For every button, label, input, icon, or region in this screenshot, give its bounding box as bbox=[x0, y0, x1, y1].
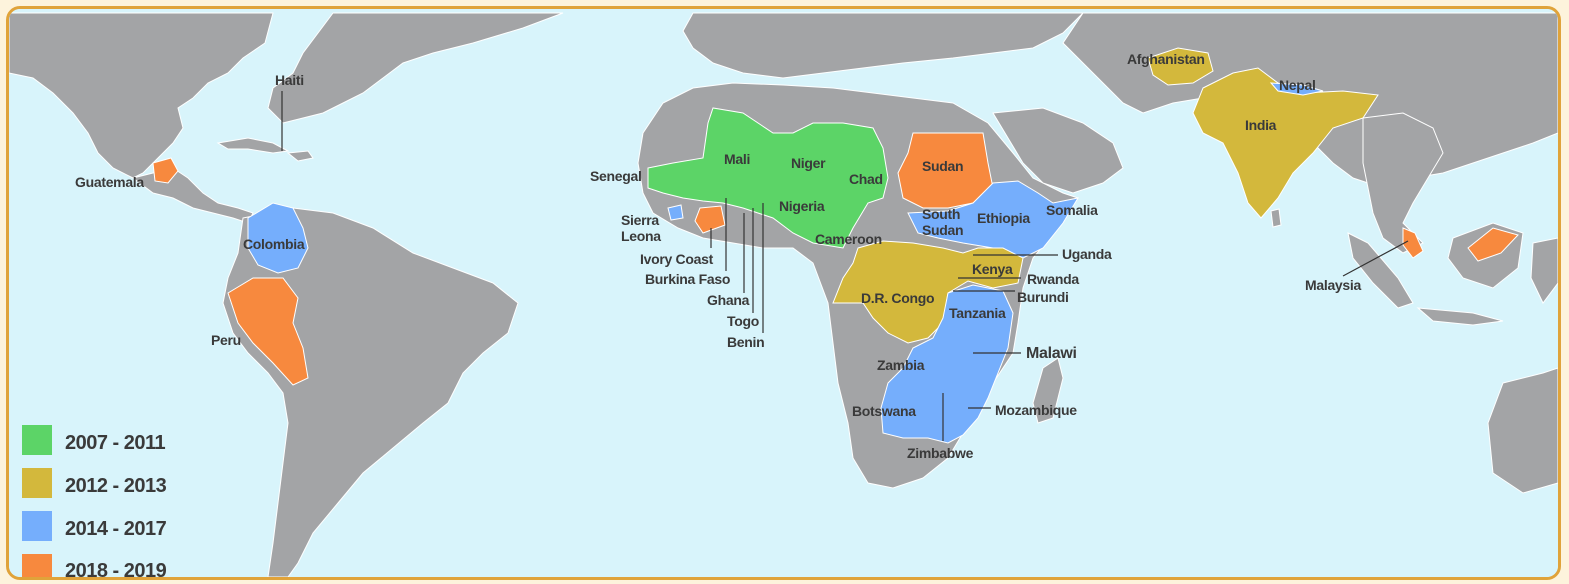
legend-label-2014-2017: 2014 - 2017 bbox=[65, 518, 167, 540]
label-cameroon: Cameroon bbox=[815, 231, 882, 247]
label-sierra-leona-2: Leona bbox=[621, 228, 661, 244]
sierra-leone-shape bbox=[667, 204, 684, 221]
label-nepal: Nepal bbox=[1279, 77, 1316, 93]
label-mozambique: Mozambique bbox=[995, 402, 1077, 418]
label-south-sudan-1: South bbox=[922, 206, 960, 222]
label-burkina-faso: Burkina Faso bbox=[645, 271, 730, 287]
label-ivory-coast: Ivory Coast bbox=[640, 251, 714, 267]
label-nigeria: Nigeria bbox=[779, 198, 825, 214]
sri-lanka bbox=[1270, 208, 1282, 228]
label-peru: Peru bbox=[211, 332, 241, 348]
label-malaysia: Malaysia bbox=[1305, 277, 1361, 293]
label-tanzania: Tanzania bbox=[949, 305, 1006, 321]
legend-label-2007-2011: 2007 - 2011 bbox=[65, 432, 166, 454]
arabian-peninsula bbox=[992, 107, 1124, 194]
leader-lines bbox=[281, 91, 1409, 441]
peru-shape bbox=[227, 277, 309, 386]
label-rwanda: Rwanda bbox=[1027, 271, 1079, 287]
hispaniola bbox=[286, 150, 314, 162]
label-ghana: Ghana bbox=[707, 292, 750, 308]
map-frame: Haiti Guatemala Colombia Peru Senegal Si… bbox=[6, 6, 1561, 580]
world-map: Haiti Guatemala Colombia Peru Senegal Si… bbox=[9, 9, 1558, 577]
label-dr-congo: D.R. Congo bbox=[861, 290, 934, 306]
label-benin: Benin bbox=[727, 334, 764, 350]
colombia-shape bbox=[247, 202, 309, 274]
guatemala-shape bbox=[152, 157, 179, 184]
europe bbox=[682, 12, 1085, 79]
sudan-shape bbox=[897, 132, 994, 209]
label-burundi: Burundi bbox=[1017, 289, 1069, 305]
north-america-east bbox=[267, 12, 564, 124]
legend-swatch-2007-2011 bbox=[22, 425, 52, 455]
madagascar bbox=[1032, 357, 1064, 424]
sulawesi bbox=[1530, 237, 1558, 304]
congo-kenya-shape bbox=[832, 240, 1024, 344]
label-malawi: Malawi bbox=[1026, 345, 1077, 362]
label-zambia: Zambia bbox=[877, 357, 925, 373]
afghanistan-shape bbox=[1147, 47, 1214, 86]
java bbox=[1416, 307, 1504, 326]
legend-label-2018-2019: 2018 - 2019 bbox=[65, 560, 167, 577]
malaysia-borneo-shape bbox=[1467, 227, 1519, 262]
malaysia-peninsula-shape bbox=[1402, 227, 1424, 259]
legend-swatch-2014-2017 bbox=[22, 511, 52, 541]
nepal-shape bbox=[1269, 82, 1324, 96]
label-niger: Niger bbox=[791, 155, 826, 171]
label-ethiopia: Ethiopia bbox=[977, 210, 1030, 226]
australia bbox=[1487, 367, 1558, 494]
label-chad: Chad bbox=[849, 171, 883, 187]
legend: 2007 - 2011 2012 - 2013 2014 - 2017 2018… bbox=[22, 425, 167, 577]
legend-swatch-2018-2019 bbox=[22, 554, 52, 577]
east-africa-horn-shape bbox=[907, 180, 1080, 259]
label-botswana: Botswana bbox=[852, 403, 916, 419]
label-south-sudan-2: Sudan bbox=[922, 222, 963, 238]
label-somalia: Somalia bbox=[1046, 202, 1098, 218]
label-india: India bbox=[1245, 117, 1277, 133]
ivory-coast-shape bbox=[694, 205, 726, 234]
label-togo: Togo bbox=[727, 313, 759, 329]
legend-label-2012-2013: 2012 - 2013 bbox=[65, 475, 167, 497]
label-haiti: Haiti bbox=[275, 72, 304, 88]
label-zimbabwe: Zimbabwe bbox=[907, 445, 974, 461]
label-sudan: Sudan bbox=[922, 158, 963, 174]
sumatra bbox=[1347, 232, 1414, 309]
label-mali: Mali bbox=[724, 151, 750, 167]
southern-africa-shape bbox=[880, 284, 1014, 444]
cuba bbox=[216, 137, 290, 154]
label-sierra-leona-1: Sierra bbox=[621, 212, 659, 228]
label-senegal: Senegal bbox=[590, 168, 642, 184]
country-labels: Haiti Guatemala Colombia Peru Senegal Si… bbox=[75, 51, 1362, 461]
north-america bbox=[9, 12, 274, 179]
legend-swatch-2012-2013 bbox=[22, 468, 52, 498]
west-africa-shape bbox=[647, 107, 889, 249]
label-colombia: Colombia bbox=[243, 236, 305, 252]
label-kenya: Kenya bbox=[972, 261, 1013, 277]
label-afghanistan: Afghanistan bbox=[1127, 51, 1205, 67]
label-guatemala: Guatemala bbox=[75, 174, 144, 190]
label-uganda: Uganda bbox=[1062, 246, 1112, 262]
